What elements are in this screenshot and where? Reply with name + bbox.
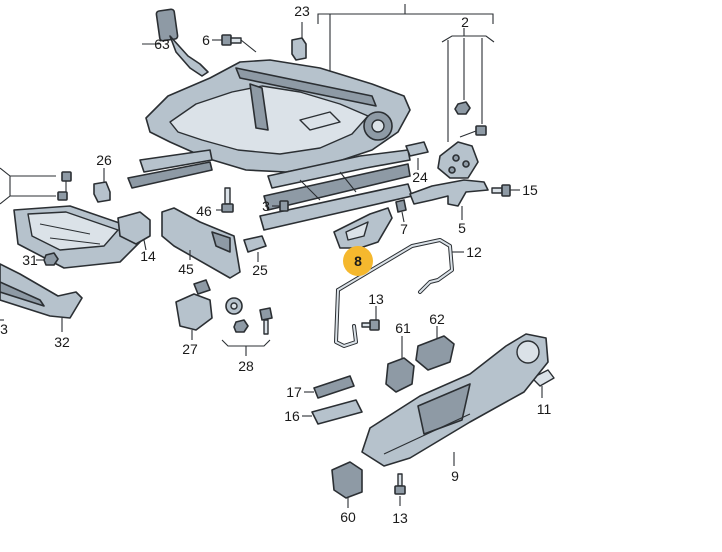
part-11-clip[interactable] — [531, 369, 555, 398]
part-28-nut[interactable] — [233, 319, 249, 333]
top-group-bracket — [317, 4, 494, 72]
callout-14-label: 14 — [140, 248, 156, 264]
part-2-nut[interactable] — [454, 101, 471, 115]
part-46-bolt[interactable] — [216, 187, 234, 213]
part-6-bolt[interactable] — [212, 34, 257, 53]
part-17-switch-strip[interactable] — [304, 375, 355, 399]
part-60-control-knob[interactable] — [331, 461, 363, 508]
part-14-block[interactable] — [117, 211, 151, 251]
callout-13b-label: 13 — [392, 510, 408, 526]
part-9-side-cover[interactable] — [361, 333, 549, 467]
part-12-wire-frame[interactable] — [334, 238, 464, 348]
callout-28-label: 28 — [238, 358, 254, 374]
left-under-seat-tray[interactable] — [13, 205, 141, 269]
seat-frame[interactable] — [127, 59, 413, 231]
callout-60-label: 60 — [340, 509, 356, 525]
callout-9-label: 9 — [451, 468, 459, 484]
callout-24-label: 24 — [412, 169, 428, 185]
callout-3b-label: 3 — [0, 321, 8, 337]
callout-8-highlight — [343, 246, 373, 276]
part-13-screw-upper[interactable] — [361, 306, 380, 331]
left-bolt-lower[interactable] — [57, 191, 68, 201]
callout-11-label: 11 — [537, 401, 552, 417]
callout-62-label: 62 — [429, 311, 445, 327]
callout-15-label: 15 — [522, 182, 538, 198]
part-61-motor[interactable] — [385, 336, 415, 393]
part-7-clip[interactable] — [395, 199, 407, 223]
callout-7-label: 7 — [400, 221, 408, 237]
part-2-screw[interactable] — [459, 125, 487, 138]
callout-5-label: 5 — [458, 220, 466, 236]
callout-6-label: 6 — [202, 32, 210, 48]
callout-3a-label: 3 — [262, 198, 270, 214]
callout-32-label: 32 — [54, 334, 70, 350]
part-62-switch[interactable] — [415, 326, 455, 371]
part-16-switch-strip[interactable] — [302, 399, 363, 425]
callout-63-label: 63 — [154, 36, 170, 52]
callout-61-label: 61 — [395, 320, 411, 336]
part-28-group-bracket — [221, 339, 271, 356]
part-28-screw[interactable] — [259, 307, 273, 335]
part-15-screw[interactable] — [491, 184, 520, 197]
callout-2-label: 2 — [461, 14, 469, 30]
callout-23-label: 23 — [294, 3, 310, 19]
part-13-screw-lower[interactable] — [394, 473, 406, 506]
callout-45-label: 45 — [178, 261, 194, 277]
callout-25-label: 25 — [252, 262, 268, 278]
part-27-belt-anchor[interactable] — [175, 279, 213, 340]
part-2-group-bracket — [441, 28, 495, 142]
part-63-belt-buckle[interactable] — [142, 8, 209, 77]
callout-26-label: 26 — [96, 152, 112, 168]
part-28-ring[interactable] — [225, 297, 243, 315]
callout-46-label: 46 — [196, 203, 212, 219]
part-25-clip[interactable] — [243, 235, 267, 262]
part-2-cover[interactable] — [437, 141, 479, 179]
callout-27-label: 27 — [182, 341, 198, 357]
callout-17-label: 17 — [286, 384, 302, 400]
part-3-bolt-upper[interactable] — [272, 200, 289, 212]
callout-16-label: 16 — [284, 408, 300, 424]
part-5-bracket[interactable] — [409, 179, 489, 220]
callout-8-label: 8 — [354, 253, 362, 269]
part-24-clip[interactable] — [405, 141, 429, 170]
callout-13a-label: 13 — [368, 291, 384, 307]
left-bolt-upper[interactable] — [61, 171, 72, 192]
left-group-bracket — [0, 167, 56, 205]
part-32-side-trim[interactable] — [0, 263, 83, 332]
part-45-bracket-plate[interactable] — [161, 207, 241, 279]
part-8-trim-panel[interactable] — [333, 207, 393, 256]
part-26-clip[interactable] — [93, 168, 111, 203]
part-31-nut[interactable] — [36, 252, 59, 266]
callout-12-label: 12 — [466, 244, 482, 260]
part-23-clip[interactable] — [291, 22, 307, 61]
callout-31-label: 31 — [22, 252, 38, 268]
